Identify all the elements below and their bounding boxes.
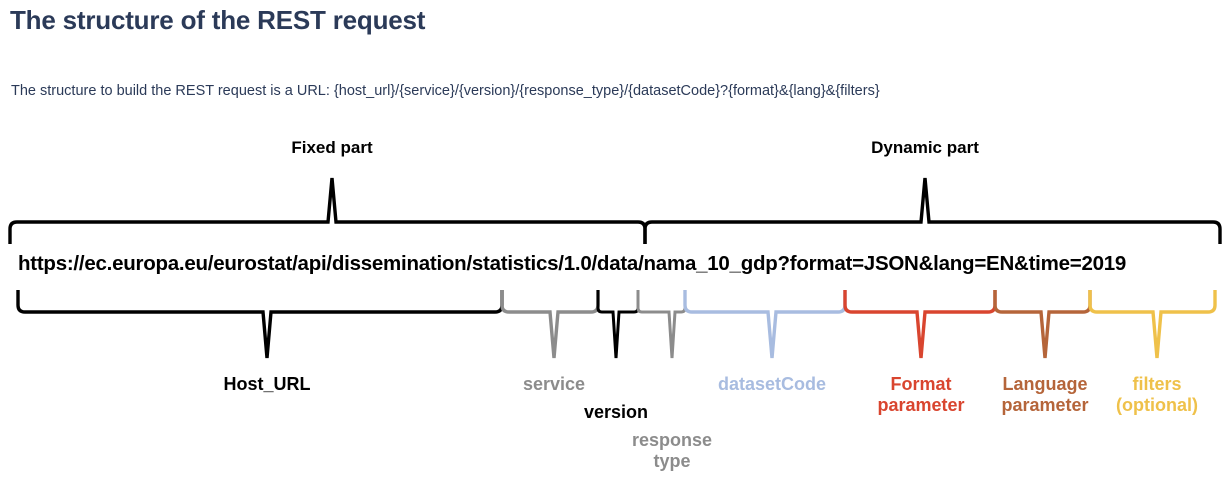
url-segment-filters: &time=2019 [1014, 252, 1127, 275]
section-label-dynamic-part: Dynamic part [871, 138, 979, 157]
top-brace-dynamic-part [643, 177, 1222, 244]
bottom-brace-dataset-code [683, 290, 847, 359]
part-label-line2: type [653, 450, 691, 471]
page-title: The structure of the REST request [10, 5, 426, 35]
part-label-line2: parameter [1001, 394, 1089, 415]
part-label-line1: service [522, 374, 586, 394]
url-segment-response_type: /data [591, 252, 639, 275]
part-label-line1: response [631, 430, 713, 450]
rest-request-url: https://ec.europa.eu/eurostat/api/dissem… [18, 252, 1126, 276]
part-label-filters: filters(optional) [1116, 374, 1198, 415]
url-segment-language: &lang=EN [918, 252, 1015, 275]
bottom-brace-filters [1088, 290, 1217, 359]
url-segment-version: /1.0 [558, 252, 592, 275]
url-segment-host_url: https://ec.europa.eu/eurostat/api/dissem… [18, 252, 467, 275]
part-label-line2: parameter [877, 394, 965, 415]
url-segment-format: ?format=JSON [777, 252, 919, 275]
part-label-line1: version [583, 402, 649, 422]
part-label-host-url: Host_URL [223, 374, 310, 395]
part-label-version: version [584, 402, 648, 423]
bottom-brace-language-parameter [993, 290, 1092, 359]
part-label-line1: Language [1002, 374, 1088, 394]
page-subtitle: The structure to build the REST request … [11, 83, 880, 99]
url-segment-dataset_code: /nama_10_gdp [638, 252, 778, 275]
bottom-brace-version [596, 290, 640, 359]
part-label-line1: datasetCode [717, 374, 827, 394]
url-segment-service: /statistics [466, 252, 559, 275]
section-label-fixed-part: Fixed part [291, 138, 373, 157]
bottom-brace-format-parameter [843, 290, 997, 359]
part-label-service: service [523, 374, 585, 395]
part-label-line2: (optional) [1116, 394, 1198, 415]
part-label-line1: Host_URL [223, 374, 311, 394]
part-label-line1: filters [1132, 374, 1182, 394]
part-label-line1: Format [890, 374, 952, 394]
part-label-dataset-code: datasetCode [718, 374, 826, 395]
bottom-brace-host-url [16, 290, 504, 359]
bottom-brace-service [500, 290, 600, 359]
bottom-brace-response-type [636, 290, 687, 359]
